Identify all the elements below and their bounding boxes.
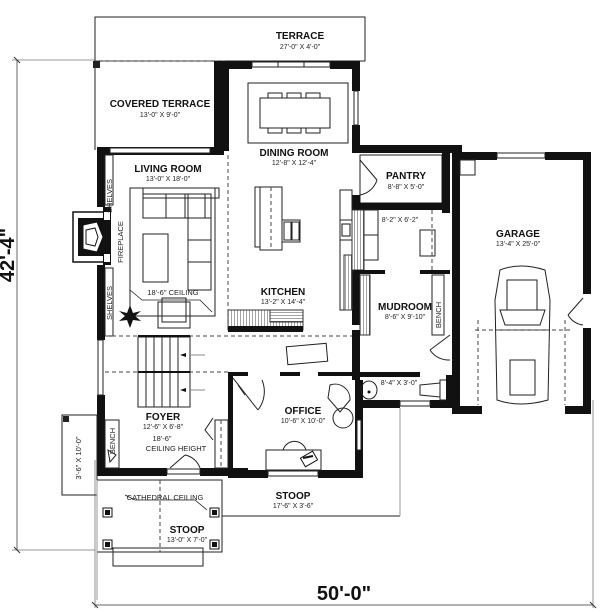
kitchen <box>227 186 353 332</box>
covered-terrace-dims: 13'-0" X 9'-0" <box>140 112 181 119</box>
car-icon <box>459 159 584 405</box>
office-dims: 10'-6" X 10'-0" <box>281 418 326 425</box>
shelves-label-bottom: SHELVES <box>105 286 114 320</box>
overall-depth-label: 42'-4" <box>0 228 19 282</box>
front-stoop <box>96 408 401 600</box>
terrace-label: TERRACE <box>276 31 325 42</box>
living-ceiling-leader <box>129 289 213 313</box>
side-porch-dims: 3'-6" X 10'-0" <box>74 436 83 480</box>
staircase <box>137 335 205 408</box>
terrace <box>94 16 366 62</box>
fireplace <box>72 207 111 265</box>
pantry-dims: 8'-8" X 5'-0" <box>388 184 425 191</box>
dining-table <box>247 82 349 144</box>
mudroom <box>355 270 458 361</box>
foyer-label: FOYER <box>146 412 181 423</box>
windows <box>97 61 546 477</box>
stoop-side-dims: 17'-6" X 3'-6" <box>273 503 314 510</box>
dining-room-label: DINING ROOM <box>260 148 329 159</box>
shelves-label-top: SHELVES <box>105 179 114 213</box>
overall-width-label: 50'-0" <box>317 583 371 605</box>
cathedral-ceiling-note: CATHEDRAL CEILING <box>127 493 204 502</box>
foyer-bench-label: BENCH <box>108 428 117 454</box>
stoop-front-dims: 13'-0" X 7'-0" <box>167 537 208 544</box>
garage-dims: 13'-4" X 25'-0" <box>496 241 541 248</box>
powder-room-dims: 8'-4" X 3'-0" <box>381 380 418 387</box>
living-ceiling-note: 18'-6" CEILING <box>147 288 198 297</box>
dimension-depth <box>12 56 95 554</box>
stoop-side-label: STOOP <box>276 491 311 502</box>
interior-walls <box>105 61 420 472</box>
living-room-furniture <box>119 187 220 329</box>
cathedral-ceiling-leader <box>124 494 208 511</box>
foyer-dims: 12'-6" X 6'-8" <box>143 424 184 431</box>
pantry-label: PANTRY <box>386 171 426 182</box>
foyer-closet <box>104 417 229 469</box>
office-label: OFFICE <box>285 406 322 417</box>
side-porch <box>61 414 98 496</box>
stoop-front-label: STOOP <box>170 525 205 536</box>
laundry-dims: 8'-2" X 6'-2" <box>382 217 419 224</box>
mudroom-label: MUDROOM <box>378 302 432 313</box>
powder-room <box>360 375 454 405</box>
terrace-dims: 27'-0" X 4'-0" <box>280 44 321 51</box>
foyer-ceiling-note-1: 18'-6" <box>152 434 171 443</box>
mudroom-dims: 8'-6" X 9'-10" <box>385 314 426 321</box>
covered-terrace-label: COVERED TERRACE <box>110 99 211 110</box>
foyer-ceiling-note-2: CEILING HEIGHT <box>146 444 207 453</box>
kitchen-label: KITCHEN <box>261 287 305 298</box>
covered-terrace <box>93 61 224 151</box>
dimension-width <box>91 400 597 609</box>
hall-console <box>285 342 329 366</box>
mudroom-bench-label: BENCH <box>434 302 443 328</box>
fireplace-label: FIREPLACE <box>116 221 125 263</box>
laundry <box>351 209 436 271</box>
kitchen-dims: 13'-2" X 14'-4" <box>261 299 306 306</box>
living-room-dims: 13'-0" X 18'-0" <box>146 176 191 183</box>
dining-room-dims: 12'-8" X 12'-4" <box>272 160 317 167</box>
garage-label: GARAGE <box>496 229 540 240</box>
exterior-walls <box>97 61 591 478</box>
plant-icon <box>119 305 141 328</box>
office-furniture <box>232 377 354 471</box>
living-room-label: LIVING ROOM <box>134 164 201 175</box>
